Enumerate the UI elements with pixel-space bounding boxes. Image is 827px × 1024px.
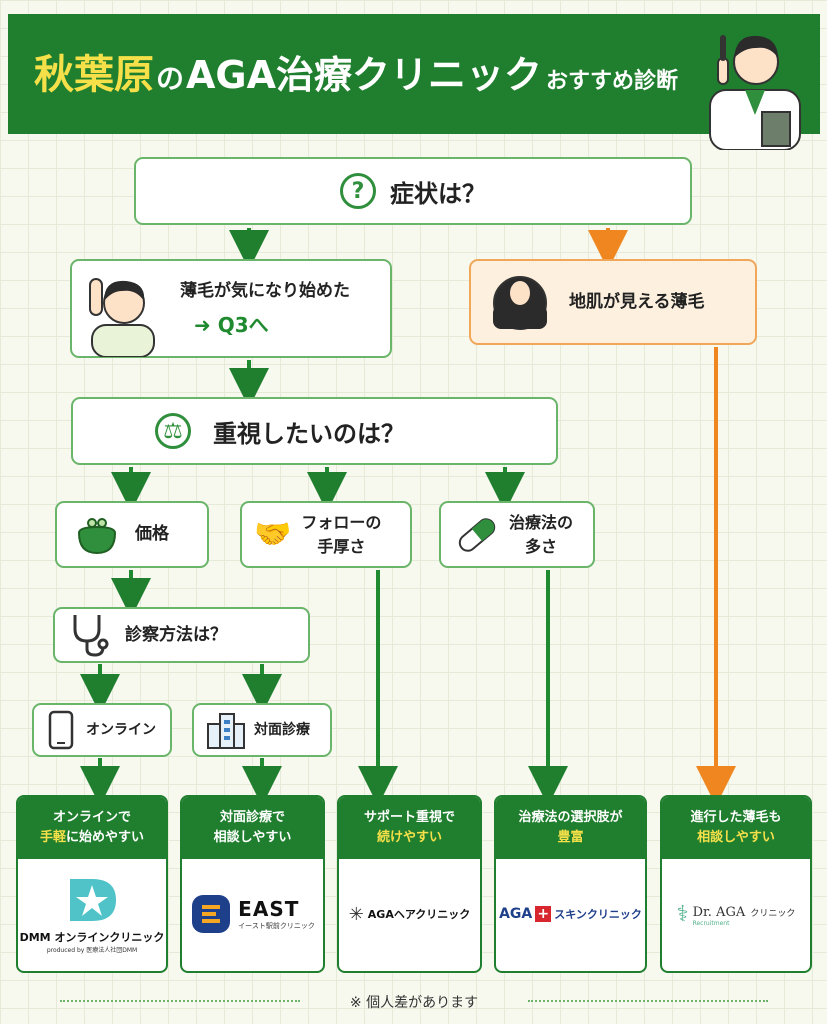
doctor-illustration: [709, 35, 801, 150]
option-thinning-box: 薄毛が気になり始めた ➜ Q3へ: [70, 259, 392, 358]
option-variety-box: 治療法の 多さ: [439, 501, 595, 568]
option-price-box: 価格: [55, 501, 209, 568]
question-symptom-box: ? 症状は？: [134, 157, 692, 225]
handshake-icon: 🤝: [254, 517, 292, 552]
dr-aga-logo: ⚕ Dr. AGA クリニック Recruitment: [676, 901, 796, 928]
footer-divider-right: [528, 1000, 768, 1002]
question-consult-method-box: 診察方法は？: [53, 607, 310, 663]
east-e-icon: [192, 895, 231, 933]
result-card-east[interactable]: 対面診療で 相談しやすい EAST イースト駅前クリニック: [180, 795, 325, 973]
option-online-box: オンライン: [32, 703, 172, 757]
dmm-logo: DMM オンラインクリニック produced by 医療法人社団DMM: [18, 859, 166, 969]
aga-skin-logo: AGA + スキンクリニック: [499, 906, 642, 922]
goto-q3: ➜ Q3へ: [194, 313, 269, 338]
question-priority-box: ⚖ 重視したいのは？: [71, 397, 558, 465]
capsule-icon: [458, 517, 496, 552]
result-card-dmm[interactable]: オンラインで 手軽に始めやすい DMM オンラインクリニック produced …: [16, 795, 168, 973]
option-followup-box: 🤝 フォローの 手厚さ: [240, 501, 412, 568]
worried-man-icon: [89, 277, 155, 357]
page-title: 秋葉原 の AGA治療クリニック おすすめ診断: [34, 52, 679, 98]
result-card-dr-aga[interactable]: 進行した薄毛も 相談しやすい ⚕ Dr. AGA クリニック Recruitme…: [660, 795, 812, 973]
building-icon: [207, 713, 245, 749]
east-logo: EAST イースト駅前クリニック: [182, 859, 323, 969]
stethoscope-icon: [73, 615, 109, 657]
scale-icon: ⚖: [155, 413, 191, 449]
disclaimer-note: ※ 個人差があります: [349, 995, 479, 1011]
aga-hair-logo: ✳ AGAヘアクリニック: [348, 903, 471, 925]
footer-divider-left: [60, 1000, 300, 1002]
result-card-aga-hair[interactable]: サポート重視で 続けやすい ✳ AGAヘアクリニック: [337, 795, 482, 973]
red-cross-icon: +: [535, 906, 552, 922]
result-card-aga-skin[interactable]: 治療法の選択肢が 豊富 AGA + スキンクリニック: [494, 795, 647, 973]
option-inperson-box: 対面診療: [192, 703, 332, 757]
question-icon: ?: [340, 173, 376, 209]
option-visible-scalp-box: 地肌が見える薄毛: [469, 259, 757, 345]
leaf-icon: ⚕: [676, 901, 689, 927]
dmm-star-icon: [70, 878, 116, 921]
header-banner: [8, 14, 820, 134]
smartphone-icon: [48, 710, 74, 750]
purse-icon: [77, 517, 117, 554]
sparkle-icon: ✳: [348, 903, 364, 925]
scalp-head-icon: [493, 276, 547, 330]
